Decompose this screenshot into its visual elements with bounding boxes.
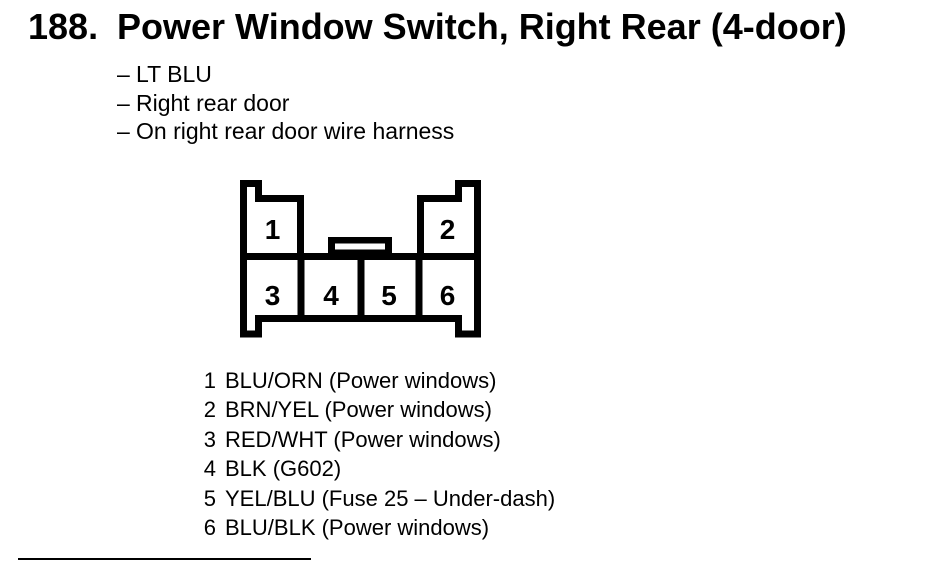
legend-pin-number: 1 [203,368,216,393]
legend-pin-number: 6 [203,515,216,541]
note-item: –Right rear door [117,89,454,118]
pin-cavity-label: 6 [440,280,456,311]
legend-row: 4 BLK (G602) [0,454,700,483]
pin-legend: 1 BLU/ORN (Power windows) 2 BRN/YEL (Pow… [0,366,700,542]
legend-row: 5 YEL/BLU (Fuse 25 – Under-dash) [0,484,700,513]
legend-pin-number: 4 [203,456,216,482]
page-title: Power Window Switch, Right Rear (4-door) [117,6,847,47]
legend-wire-label: BLU/BLK (Power windows) [225,515,490,541]
page-break-rule [18,558,311,560]
legend-wire-label: BLU/ORN (Power windows) [225,368,497,393]
connector-svg: 1 2 3 4 5 6 [240,180,481,338]
legend-pin-number: 5 [203,485,216,511]
legend-wire-label: BLK (G602) [225,456,342,482]
pin-cavity-label: 1 [265,214,281,245]
pin-cavity-label: 3 [265,280,281,311]
legend-pin-number: 2 [203,397,216,423]
legend-row: 1 BLU/ORN (Power windows) [0,366,700,395]
note-item: –LT BLU [117,60,454,89]
dash-bullet: – [117,89,130,116]
legend-pin-number: 3 [203,426,216,452]
latch-tab-slot [335,243,385,250]
section-number: 188. [28,6,99,47]
legend-row: 6 BLU/BLK (Power windows) [0,513,700,542]
note-text: On right rear door wire harness [136,118,455,145]
legend-wire-label: YEL/BLU (Fuse 25 – Under-dash) [225,485,556,511]
note-text: LT BLU [136,61,212,87]
note-text: Right rear door [136,89,290,116]
legend-wire-label: RED/WHT (Power windows) [225,426,501,452]
pin-cavity-label: 2 [440,214,456,245]
notes-list: –LT BLU –Right rear door –On right rear … [117,60,454,146]
note-item: –On right rear door wire harness [117,117,454,146]
legend-row: 3 RED/WHT (Power windows) [0,425,700,454]
dash-bullet: – [117,118,130,145]
connector-diagram: 1 2 3 4 5 6 [230,175,490,345]
pin-cavity-label: 5 [381,280,397,311]
legend-row: 2 BRN/YEL (Power windows) [0,395,700,424]
dash-bullet: – [117,61,130,87]
pin-cavity-label: 4 [323,280,339,311]
legend-wire-label: BRN/YEL (Power windows) [225,397,492,423]
